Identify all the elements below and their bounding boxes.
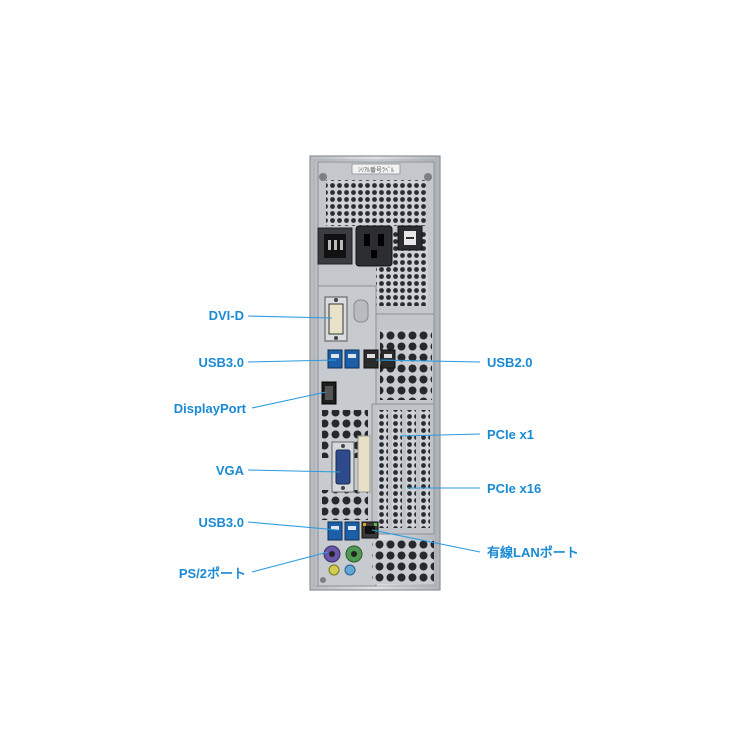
serial-sticker-text: ｼﾘｱﾙ番号ﾗﾍﾞﾙ bbox=[358, 167, 394, 174]
label-displayport: DisplayPort bbox=[173, 401, 246, 416]
label-lan: 有線LANポート bbox=[487, 545, 579, 560]
vga-port[interactable] bbox=[331, 441, 355, 493]
label-pcie-x16: PCIe x16 bbox=[487, 481, 542, 496]
dvi-d-port[interactable] bbox=[324, 296, 348, 342]
leader-line-usb30-bottom bbox=[247, 521, 339, 531]
label-ps2: PS/2ポート bbox=[178, 566, 246, 581]
leader-line-pcie-x1 bbox=[399, 433, 481, 437]
leader-line-lan bbox=[371, 529, 481, 553]
lan-port[interactable] bbox=[361, 521, 379, 539]
leader-line-usb20 bbox=[375, 359, 481, 363]
usb20-ports[interactable] bbox=[363, 349, 396, 369]
pcie-x1-slot-cover bbox=[378, 410, 388, 528]
label-usb30-bottom: USB3.0 bbox=[198, 515, 244, 530]
leader-line-dvi-d bbox=[247, 315, 333, 319]
pcie-x16-slot-cover bbox=[406, 410, 416, 528]
leader-line-usb30-top bbox=[247, 359, 337, 363]
label-pcie-x1: PCIe x1 bbox=[487, 427, 534, 442]
usb30-ports-bottom[interactable] bbox=[327, 521, 360, 541]
vga-bracket-cover bbox=[357, 435, 371, 493]
serial-sticker bbox=[351, 163, 401, 175]
screw bbox=[319, 173, 327, 181]
psu-vent-grille bbox=[326, 180, 426, 226]
leader-line-ps2 bbox=[251, 551, 329, 573]
leader-lines bbox=[247, 315, 481, 573]
label-usb20: USB2.0 bbox=[487, 355, 533, 370]
audio-jacks[interactable] bbox=[328, 564, 356, 576]
screw bbox=[320, 577, 326, 583]
screw bbox=[424, 173, 432, 181]
kensington-slot bbox=[353, 299, 369, 323]
expansion-slots bbox=[371, 403, 435, 535]
leader-line-displayport bbox=[251, 391, 327, 409]
power-outlet bbox=[355, 225, 393, 267]
bottom-vent-grille bbox=[372, 540, 434, 584]
io-vent-grille-lower bbox=[322, 490, 368, 520]
ps2-ports[interactable] bbox=[323, 545, 363, 563]
usb30-ports-top[interactable] bbox=[327, 349, 360, 369]
label-vga: VGA bbox=[215, 463, 244, 478]
pcie-x1-slot-cover-2 bbox=[392, 410, 402, 528]
label-usb30-top: USB3.0 bbox=[198, 355, 244, 370]
label-dvi-d: DVI-D bbox=[208, 308, 244, 323]
displayport-port[interactable] bbox=[321, 381, 337, 405]
pcie-x16-slot-cover-2 bbox=[420, 410, 430, 528]
leader-line-vga bbox=[247, 469, 341, 473]
